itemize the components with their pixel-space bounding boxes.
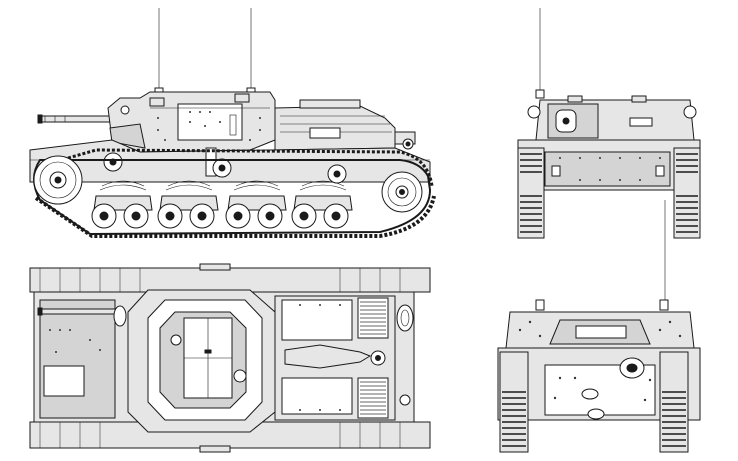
top-superstructure bbox=[127, 289, 276, 433]
side-drive-sprocket bbox=[33, 155, 83, 205]
side-main-gun bbox=[37, 114, 111, 124]
side-superstructure bbox=[107, 91, 276, 153]
top-engine-grille-lower bbox=[357, 377, 389, 419]
top-track-upper bbox=[29, 267, 431, 293]
side-bogie-units bbox=[91, 180, 353, 229]
front-tracks bbox=[517, 147, 701, 239]
top-view bbox=[29, 263, 431, 453]
rear-view bbox=[497, 299, 701, 453]
side-view bbox=[29, 8, 436, 238]
rear-tracks bbox=[499, 351, 689, 453]
top-spare-wheel bbox=[396, 304, 414, 332]
side-idler-wheel bbox=[381, 171, 423, 213]
top-engine-deck bbox=[274, 295, 396, 421]
rear-spare-wheel bbox=[619, 357, 645, 379]
side-engine-deck bbox=[274, 99, 416, 151]
top-engine-grille-upper bbox=[357, 297, 389, 339]
top-main-gun bbox=[37, 307, 123, 316]
front-view bbox=[517, 8, 701, 308]
side-exhaust bbox=[394, 131, 416, 150]
side-return-rollers bbox=[103, 152, 347, 184]
